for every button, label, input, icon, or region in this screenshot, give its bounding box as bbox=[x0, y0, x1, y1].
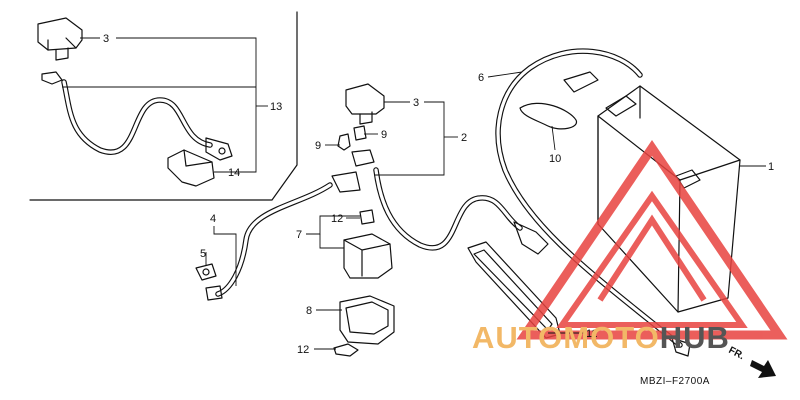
callout-14: 14 bbox=[228, 167, 240, 179]
watermark-hub: HUB bbox=[660, 320, 730, 355]
bolts bbox=[337, 125, 367, 151]
callout-5: 5 bbox=[200, 248, 206, 260]
drawing-code: MBZI–F2700A bbox=[640, 376, 710, 387]
watermark-auto: AUTO bbox=[472, 320, 563, 355]
callout-13: 13 bbox=[270, 101, 282, 113]
strap bbox=[519, 102, 578, 130]
callout-3-main: 3 bbox=[413, 97, 419, 109]
starter-relay bbox=[343, 209, 393, 279]
negative-cable bbox=[205, 171, 361, 301]
terminal-boot bbox=[167, 149, 215, 187]
front-direction-marker: FR. bbox=[727, 345, 776, 378]
terminal-cover-main bbox=[345, 83, 385, 125]
watermark-text: AUTOMOTOHUB bbox=[472, 320, 730, 355]
clip-12 bbox=[333, 343, 359, 357]
arrow-right-icon bbox=[750, 360, 776, 378]
front-label: FR. bbox=[727, 345, 747, 362]
inset-cable bbox=[41, 71, 233, 161]
leader-lines bbox=[62, 37, 766, 350]
callout-2: 2 bbox=[461, 132, 467, 144]
callout-12-lower: 12 bbox=[297, 344, 309, 356]
callout-8: 8 bbox=[306, 305, 312, 317]
positive-cable bbox=[351, 149, 549, 255]
watermark-logo bbox=[516, 139, 788, 340]
callout-3-inset: 3 bbox=[103, 33, 109, 45]
relay-cover bbox=[339, 295, 395, 345]
svg-text:AUTOMOTOHUB: AUTOMOTOHUB bbox=[472, 320, 730, 355]
inset-frame bbox=[29, 11, 298, 201]
callout-1: 1 bbox=[768, 161, 774, 173]
watermark-moto: MOTO bbox=[563, 320, 659, 355]
callout-12-upper: 12 bbox=[331, 213, 343, 225]
callout-9-right: 9 bbox=[381, 129, 387, 141]
callout-4: 4 bbox=[210, 213, 216, 225]
callout-10: 10 bbox=[549, 153, 561, 165]
sub-cable bbox=[495, 48, 691, 357]
terminal-cover-inset bbox=[37, 17, 83, 61]
callout-9-left: 9 bbox=[315, 140, 321, 152]
bolt-5 bbox=[195, 263, 217, 281]
callout-labels: 3 13 14 3 2 9 9 12 7 4 5 8 12 6 10 1 11 bbox=[103, 33, 774, 356]
callout-6: 6 bbox=[478, 72, 484, 84]
callout-11: 11 bbox=[586, 328, 597, 340]
callout-7: 7 bbox=[296, 229, 302, 241]
